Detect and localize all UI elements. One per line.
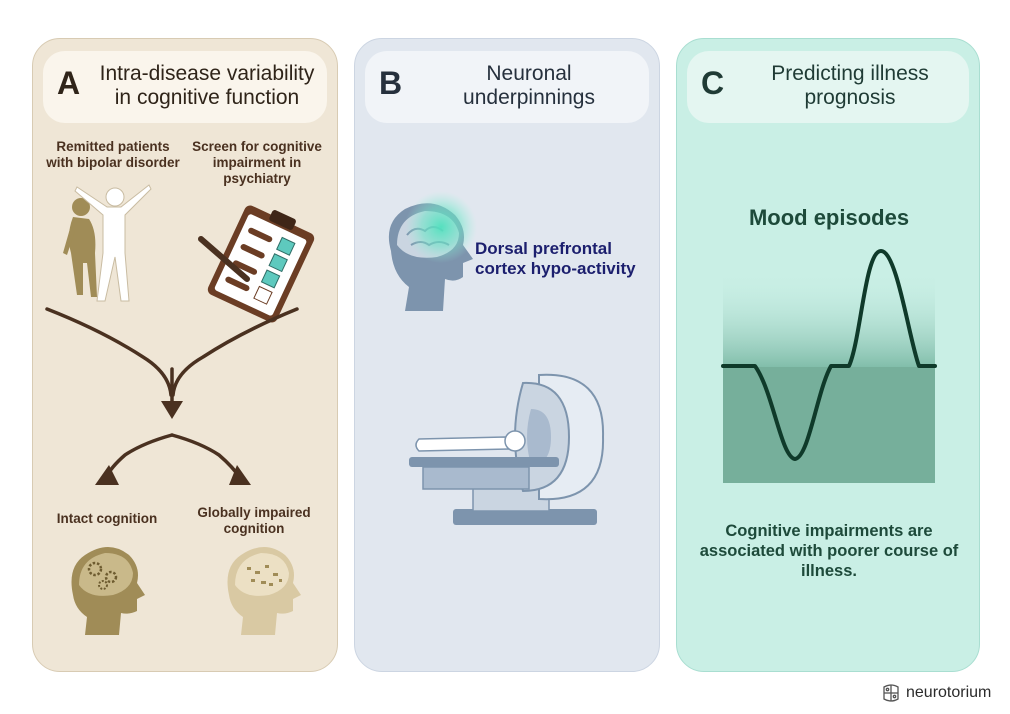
screen-cognitive-label: Screen for cognitive impairment in psych…: [192, 139, 322, 186]
neurotorium-logo-text: neurotorium: [906, 684, 992, 701]
neurotorium-logo-icon: [883, 684, 899, 702]
panel-b-title: Neuronal underpinnings: [463, 62, 595, 109]
left-arrowhead: [95, 465, 119, 485]
panel-b-illustrations: [388, 191, 605, 525]
mood-episode-line: [721, 249, 937, 461]
remitted-patients-label: Remitted patients with bipolar disorder: [46, 139, 180, 170]
brain-activity-glow: [405, 191, 477, 263]
mood-chart-upper-area: [723, 271, 935, 367]
panel-c-header: C Predicting illness prognosis: [687, 51, 969, 123]
depressed-person-icon: [63, 198, 97, 297]
prognosis-caption: Cognitive impairments are associated wit…: [699, 522, 959, 580]
panel-b-letter: B: [379, 65, 403, 101]
converging-arrows: [45, 307, 299, 413]
panel-b: B Neuronal underpinnings: [354, 38, 660, 672]
neurotorium-logo: neurotorium: [880, 682, 991, 704]
mri-scanner-icon: [409, 373, 605, 525]
panel-c-letter: C: [701, 65, 725, 101]
panel-a-header: A Intra-disease variability in cognitive…: [43, 51, 327, 123]
mood-episodes-title: Mood episodes: [748, 205, 910, 230]
happy-person-icon: [74, 184, 152, 302]
down-arrowhead: [161, 401, 183, 419]
panel-c-title: Predicting illness prognosis: [771, 62, 929, 109]
right-arrowhead: [229, 465, 251, 485]
panel-a-title: Intra-disease variability in cognitive f…: [99, 62, 315, 109]
impaired-brain-head-icon: [227, 547, 301, 635]
dorsal-prefrontal-label: Dorsal prefrontal cortex hypo-activity: [475, 239, 636, 278]
panel-a-illustrations: [45, 184, 315, 635]
panel-a: A Intra-disease variability in cognitive…: [32, 38, 338, 672]
impaired-cognition-label: Globally impaired cognition: [197, 505, 311, 536]
panel-c: C Predicting illness prognosis Mood epis…: [676, 38, 980, 672]
mood-wave-diagram: [721, 249, 937, 483]
mood-chart-lower-area: [723, 367, 935, 483]
panel-b-header: B Neuronal underpinnings: [365, 51, 649, 123]
panel-a-letter: A: [57, 65, 81, 101]
intact-cognition-label: Intact cognition: [56, 511, 158, 526]
diverging-arrows: [103, 433, 243, 481]
clipboard-checklist-icon: [198, 205, 315, 323]
intact-brain-head-icon: [71, 547, 145, 635]
